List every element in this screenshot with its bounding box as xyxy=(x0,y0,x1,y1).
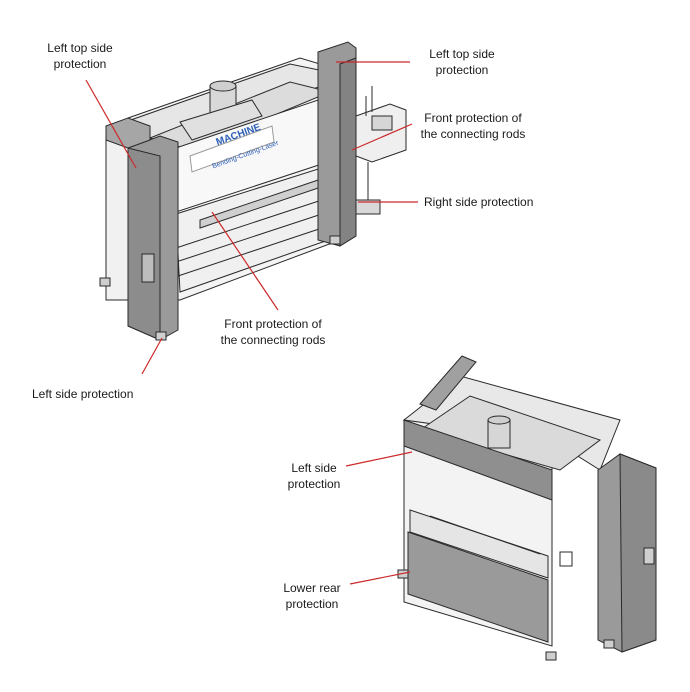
motor-top xyxy=(209,80,237,92)
bottom-machine xyxy=(397,355,657,661)
pendant-screen xyxy=(371,115,393,131)
label-left-top-side-protection-a: Left top side protection xyxy=(47,41,113,71)
foot-pedal xyxy=(355,199,381,215)
left-side-guard-face xyxy=(127,147,161,341)
top-machine xyxy=(99,41,407,341)
label-lower-rear-protection: Lower rear protection xyxy=(283,581,341,611)
leader-front-rods-top xyxy=(351,123,413,151)
leader-rear-lower xyxy=(349,571,411,585)
rear-right-column-face xyxy=(619,453,657,653)
label-front-protection-rods-bottom: Front protection of the connecting rods xyxy=(220,317,326,347)
rear-left-side-guard xyxy=(403,419,553,501)
brand-plate xyxy=(189,125,275,173)
label-front-protection-rods-top: Front protection of the connecting rods xyxy=(420,111,526,141)
control-pendant xyxy=(355,103,407,163)
label-rear-left-side-protection: Left side protection xyxy=(287,461,341,491)
leader-left-top-side-a xyxy=(85,79,137,169)
rear-top-left-fin xyxy=(419,355,477,411)
label-left-top-side-protection-b: Left top side protection xyxy=(429,47,495,77)
leader-lines xyxy=(85,61,418,585)
label-left-side-protection: Left side protection xyxy=(32,387,134,401)
right-side-guard-face xyxy=(339,57,357,247)
label-right-side-protection: Right side protection xyxy=(424,195,534,209)
leader-left-side xyxy=(141,337,163,375)
hydraulic-block xyxy=(179,99,263,141)
left-top-cap xyxy=(105,117,151,149)
leader-front-rods-bottom xyxy=(211,211,279,311)
left-guard-window xyxy=(141,253,155,283)
leader-rear-left-side xyxy=(345,451,413,467)
